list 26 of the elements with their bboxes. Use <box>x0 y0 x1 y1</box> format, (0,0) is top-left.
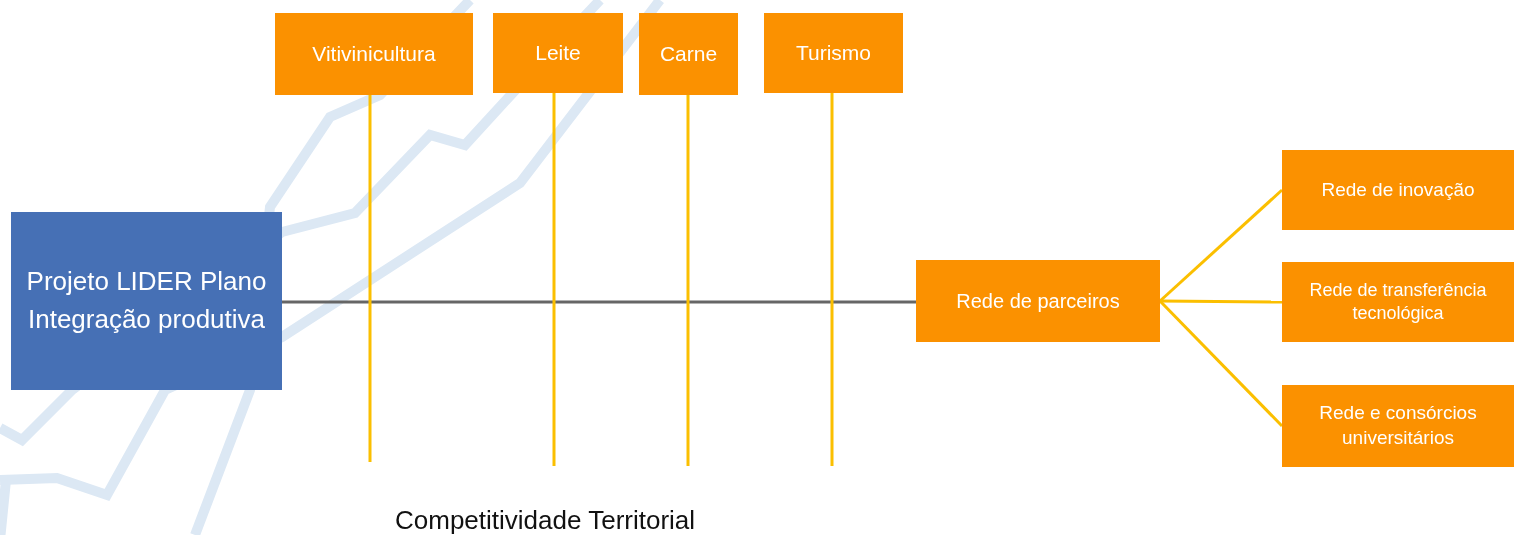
box-label: Rede de inovação <box>1321 177 1475 202</box>
box-label: Carne <box>659 41 718 68</box>
box-label: Projeto LIDER Plano Integração produtiva <box>25 265 268 336</box>
sector-box <box>639 13 738 95</box>
box-label: Rede de transferência tecnológica <box>1308 278 1488 325</box>
box-label: Rede de parceiros <box>956 289 1120 314</box>
network-box <box>1282 385 1514 467</box>
box-label: Leite <box>535 40 581 67</box>
network-box <box>1282 262 1514 342</box>
divider-line <box>552 93 556 466</box>
box-label: Rede e consórcios universitários <box>1318 401 1478 450</box>
main-box <box>11 212 282 390</box>
connector-line <box>282 300 916 304</box>
network-box <box>1282 150 1514 230</box>
sector-box <box>493 13 623 93</box>
box-label: Vitivinicultura <box>312 41 436 68</box>
connector-line <box>1160 299 1282 304</box>
box-label: Turismo <box>795 40 872 67</box>
sector-box <box>764 13 903 93</box>
divider-line <box>686 95 690 466</box>
network-box <box>916 260 1160 342</box>
connector-line <box>1159 188 1283 303</box>
divider-line <box>830 93 834 466</box>
divider-line <box>368 95 372 462</box>
caption-text: Competitividade Territorial <box>395 505 696 535</box>
sector-box <box>275 13 473 95</box>
